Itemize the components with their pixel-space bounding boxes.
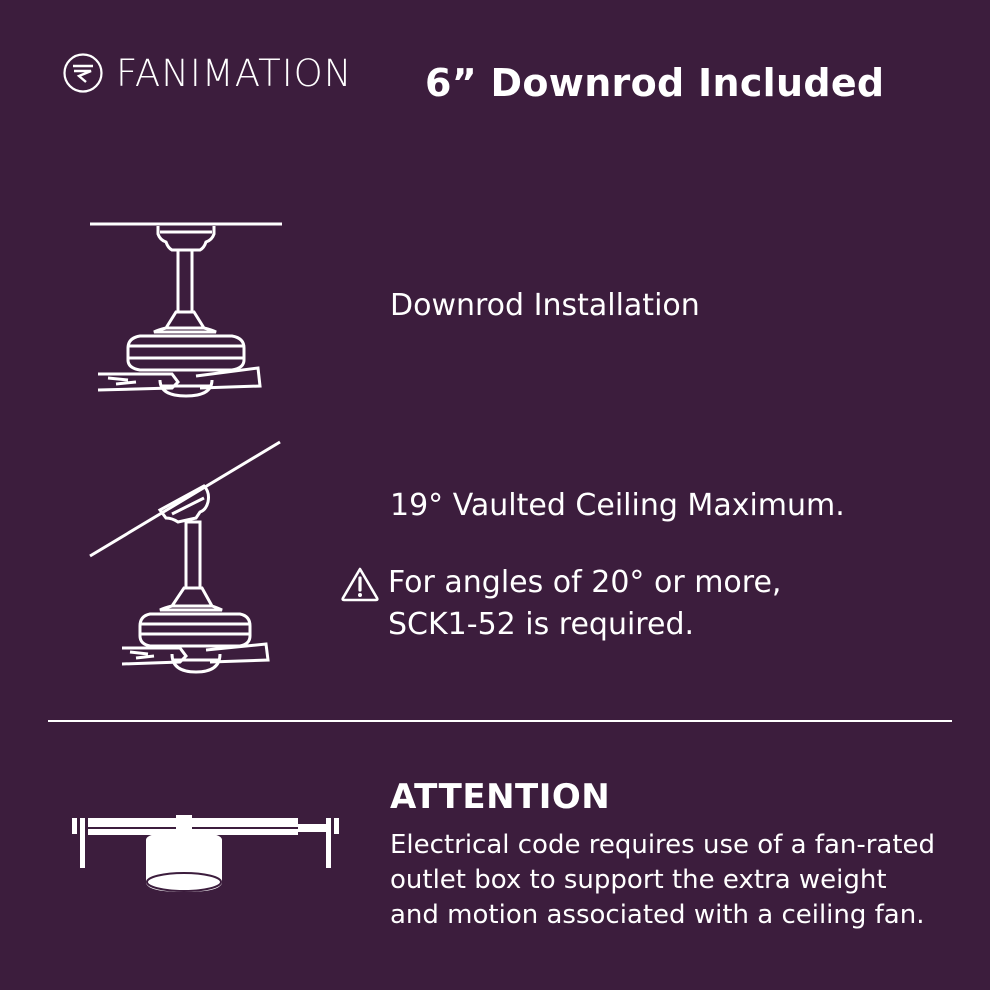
warning-note: For angles of 20° or more, SCK1-52 is re… <box>340 562 781 646</box>
warning-text: For angles of 20° or more, SCK1-52 is re… <box>388 562 781 646</box>
attention-line-3: and motion associated with a ceiling fan… <box>390 900 925 930</box>
vaulted-ceiling-fan-icon <box>89 440 281 674</box>
attention-line-2: outlet box to support the extra weight <box>390 865 887 895</box>
brand-name: FANIMATION <box>116 51 353 95</box>
brand-logo: FANIMATION <box>62 52 352 94</box>
downrod-installation-label: Downrod Installation <box>390 288 700 323</box>
section-divider <box>48 720 952 722</box>
outlet-box-icon <box>72 815 339 892</box>
attention-title: ATTENTION <box>390 777 611 817</box>
attention-line-1: Electrical code requires use of a fan-ra… <box>390 830 936 860</box>
attention-body: Electrical code requires use of a fan-ra… <box>390 828 970 933</box>
warning-triangle-icon <box>341 567 379 602</box>
page-title: 6” Downrod Included <box>425 61 885 105</box>
vaulted-ceiling-label: 19° Vaulted Ceiling Maximum. <box>390 488 845 523</box>
warning-line-2: SCK1-52 is required. <box>388 607 695 642</box>
fanimation-circle-logo-icon <box>63 53 103 93</box>
downrod-fan-icon <box>90 222 282 398</box>
warning-line-1: For angles of 20° or more, <box>388 565 782 600</box>
